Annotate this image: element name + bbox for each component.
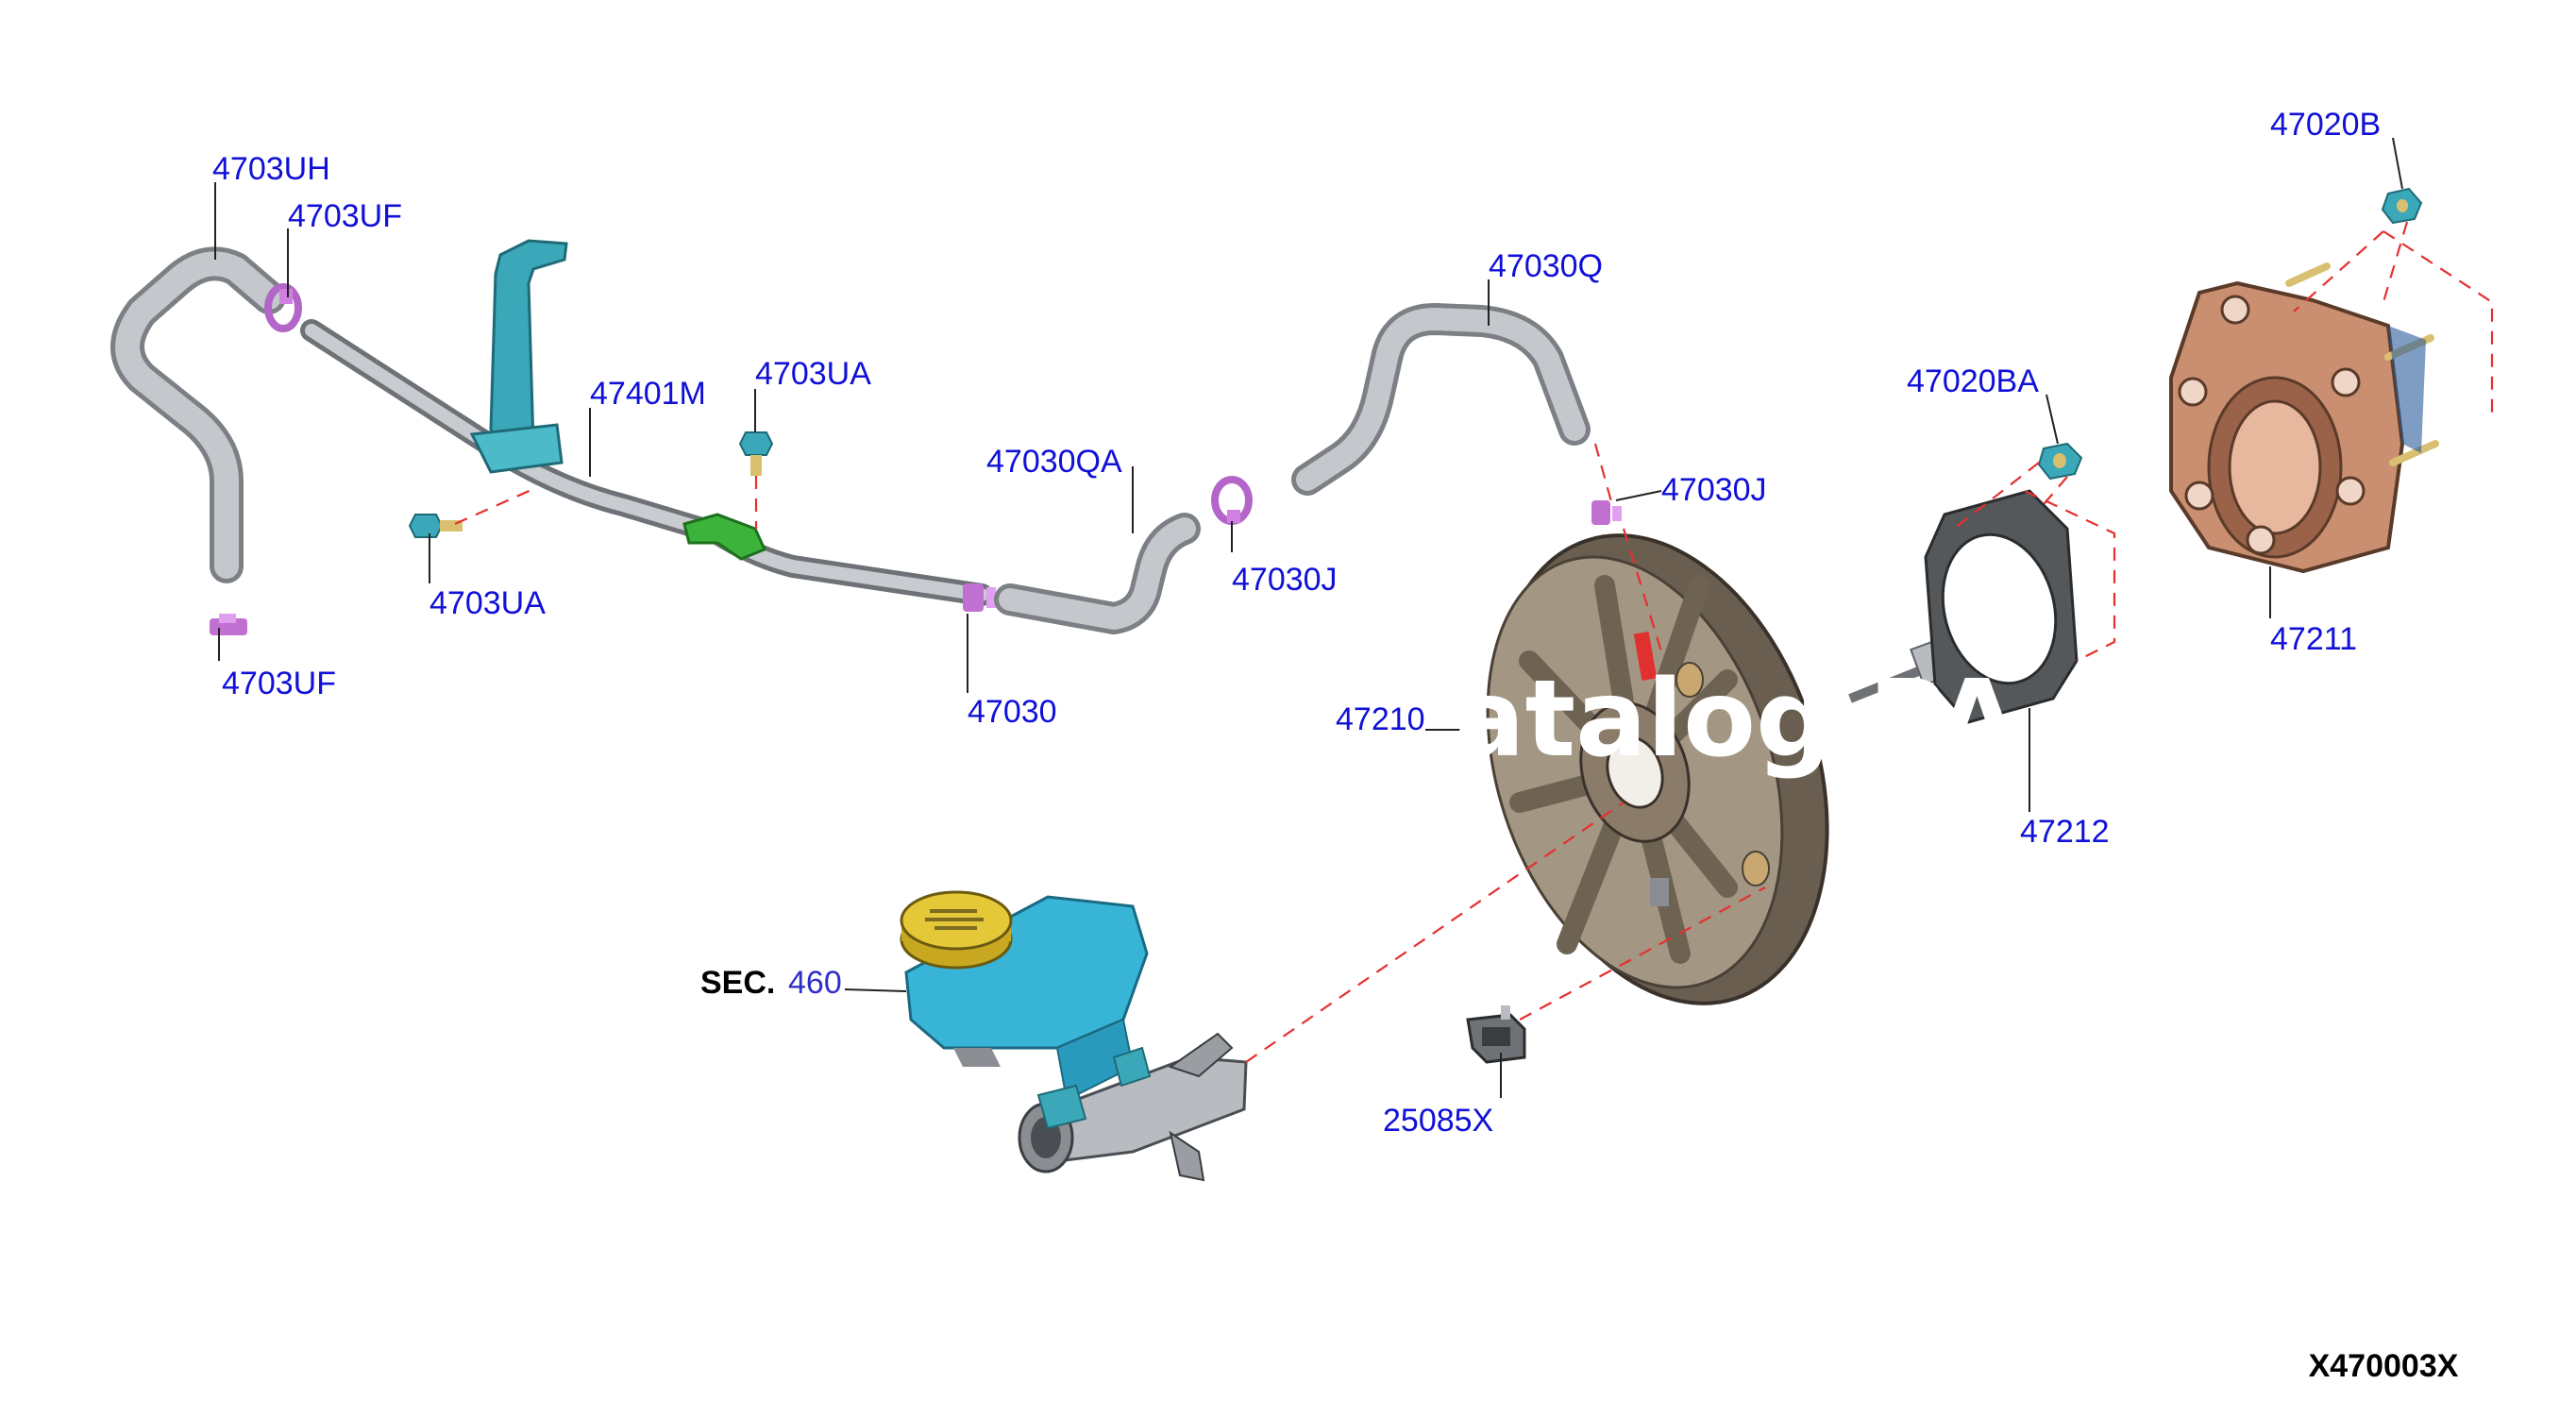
label-4703UA-top[interactable]: 4703UA (755, 356, 871, 392)
clamp-47030J-right[interactable] (1591, 500, 1622, 525)
brake-booster-47210[interactable] (1436, 492, 1883, 1046)
label-4703UF-top[interactable]: 4703UF (288, 198, 402, 234)
label-47030J-right[interactable]: 47030J (1661, 472, 1767, 508)
nut-47020B[interactable] (2381, 187, 2423, 225)
hose-47030Q[interactable] (1291, 303, 1591, 496)
label-4703UF-bottom[interactable]: 4703UF (222, 666, 336, 701)
mounting-bracket (469, 239, 568, 474)
label-47030Q[interactable]: 47030Q (1489, 248, 1603, 284)
label-sec-number[interactable]: 460 (788, 965, 842, 1001)
assembly-guide-lines (454, 221, 2494, 1063)
label-47210[interactable]: 47210 (1336, 701, 1425, 737)
gasket-47212[interactable] (1924, 489, 2079, 724)
label-4703UH[interactable]: 4703UH (212, 151, 330, 187)
hose-4703UH[interactable] (110, 246, 286, 583)
label-47020BA[interactable]: 47020BA (1907, 363, 2039, 399)
label-4703UA-left[interactable]: 4703UA (429, 585, 546, 621)
leader-lines (214, 137, 2403, 1098)
clamp-4703UF-bottom[interactable] (210, 614, 247, 635)
bolt-4703UA-left[interactable] (408, 514, 463, 538)
green-clip (682, 513, 767, 561)
nut-47020BA[interactable] (2037, 442, 2083, 481)
hose-47030QA[interactable] (994, 513, 1201, 634)
label-47030QA[interactable]: 47030QA (986, 444, 1122, 480)
label-47030-center[interactable]: 47030 (968, 694, 1057, 730)
label-25085X[interactable]: 25085X (1383, 1103, 1493, 1139)
spacer-flange-47211[interactable] (2169, 262, 2439, 574)
vacuum-tube-47401M[interactable] (300, 319, 993, 606)
label-47212[interactable]: 47212 (2020, 814, 2110, 850)
clamp-4703UF-top[interactable] (264, 283, 302, 332)
sensor-25085X[interactable] (1466, 1005, 1526, 1064)
diagram-code: X470003X (2309, 1348, 2459, 1384)
label-47401M[interactable]: 47401M (590, 376, 706, 412)
clamp-47030J-left[interactable] (1211, 476, 1253, 525)
watermark-text: atalog PA (1454, 658, 2018, 781)
label-47211[interactable]: 47211 (2270, 621, 2357, 657)
label-47020B[interactable]: 47020B (2270, 107, 2381, 143)
clamp-47030-center[interactable] (963, 583, 996, 612)
bolt-4703UA-top[interactable] (738, 431, 774, 476)
label-sec-prefix: SEC. (700, 965, 775, 1001)
fluid-reservoir[interactable] (904, 895, 1152, 1130)
reservoir-cap[interactable] (900, 890, 1013, 970)
label-47030J-left[interactable]: 47030J (1232, 562, 1338, 598)
